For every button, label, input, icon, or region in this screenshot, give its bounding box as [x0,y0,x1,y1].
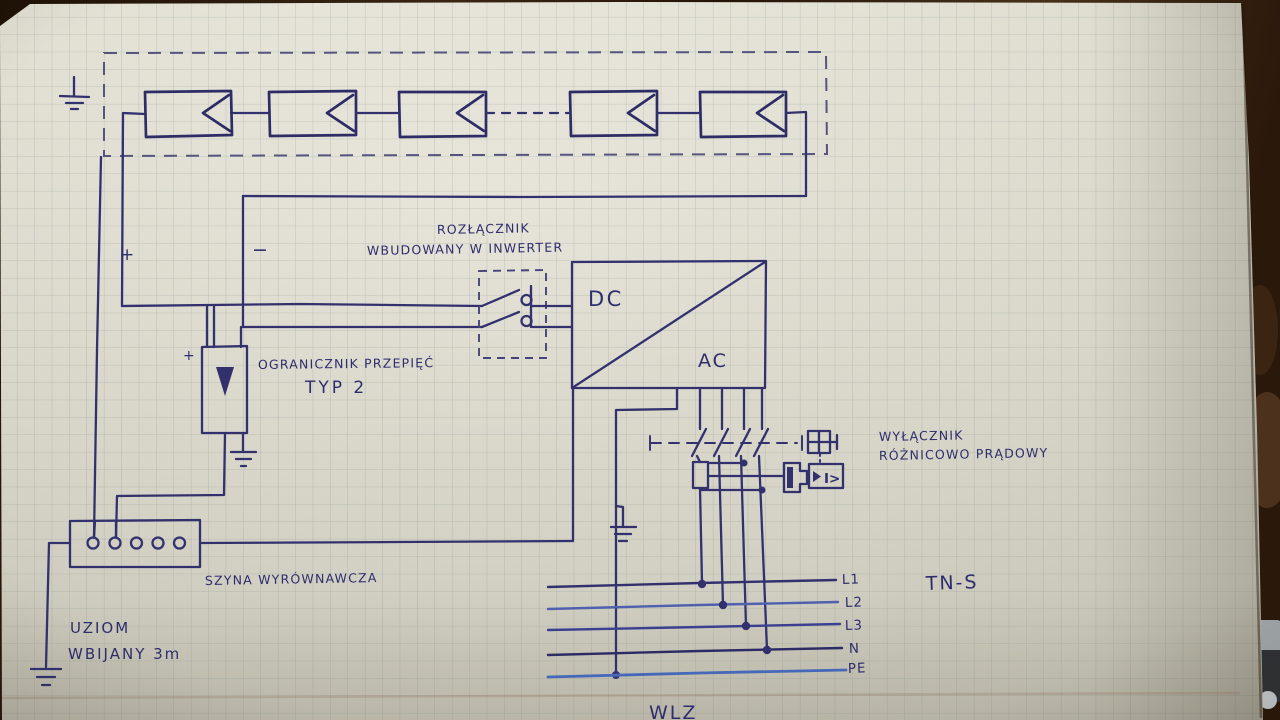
photo-of-hand-drawn-pv-schematic: + − + OGRANICZNIK PRZEPIĘĆ TYP 2 R [0,0,1280,720]
photo-vignette [0,0,1280,720]
